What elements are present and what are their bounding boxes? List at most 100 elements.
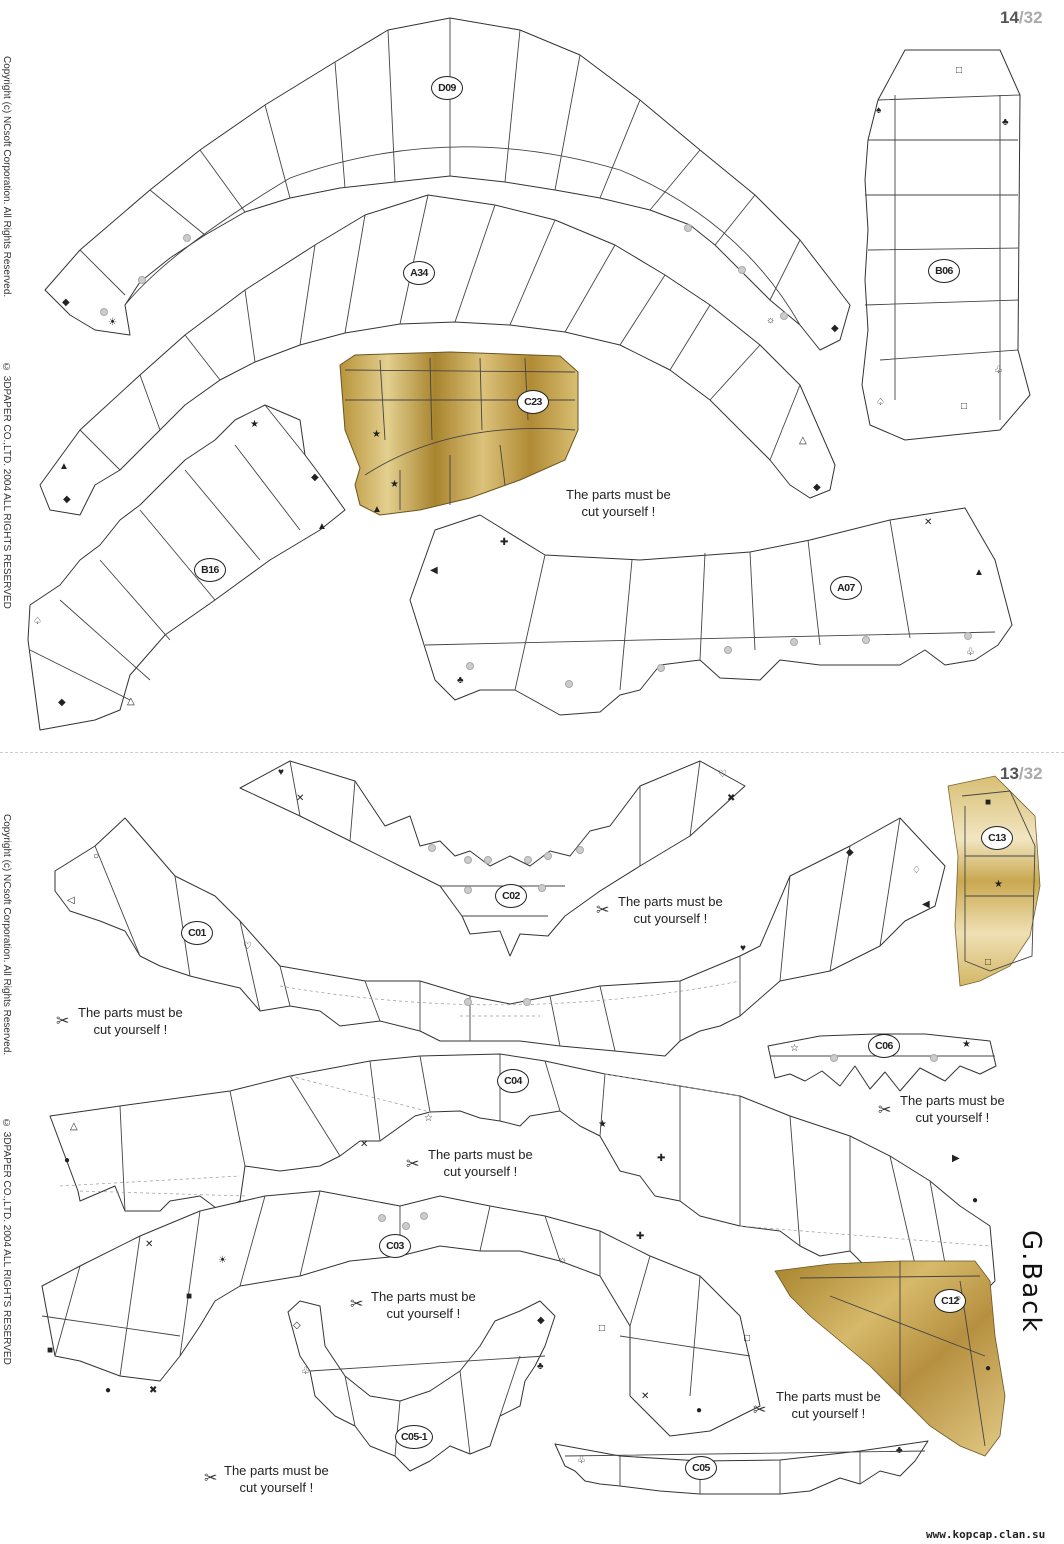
part-label-c23: C23 <box>517 390 549 414</box>
footer-url: www.kopcap.clan.su <box>926 1528 1046 1541</box>
square-icon: ■ <box>985 797 992 808</box>
part-c02-outline <box>239 760 746 957</box>
part-c01-outline <box>54 817 946 1057</box>
copyright-ncsoft: Copyright (c) NCsoft Corporation. All Ri… <box>1 56 12 298</box>
cross-icon: ✕ <box>924 517 933 528</box>
glue-dot <box>724 646 732 654</box>
diamond-icon: ● <box>64 1155 71 1166</box>
star-icon: ★ <box>598 1119 607 1130</box>
diamond-icon: ◆ <box>311 472 319 483</box>
sun-icon: ☀ <box>218 1255 227 1266</box>
triangle-icon: ◁ <box>67 895 75 906</box>
glue-dot <box>402 1222 410 1230</box>
scissors-icon: ✂ <box>56 1013 70 1030</box>
cross-icon: ✚ <box>636 1231 645 1242</box>
club-icon: ♣ <box>457 675 464 686</box>
diamond-icon: ● <box>985 1363 992 1374</box>
part-b06-folds <box>864 94 1021 420</box>
diamond-icon: ◆ <box>813 482 821 493</box>
sheet-13: 13/32 Copyright (c) NCsoft Corporation. … <box>0 756 1064 1544</box>
triangle-icon: △ <box>127 696 135 707</box>
part-c04-folds <box>119 1054 951 1292</box>
glue-dot <box>964 632 972 640</box>
heart-icon: ♡ <box>243 941 252 952</box>
triangle-icon: ▲ <box>372 504 382 515</box>
part-b06-outline <box>861 49 1031 441</box>
part-c01-dashes <box>279 980 741 1017</box>
cross-icon: ✖ <box>727 793 736 804</box>
glue-dot <box>862 636 870 644</box>
sheet-13-cut-lines <box>41 760 1041 1495</box>
diamond-icon: ◆ <box>58 697 66 708</box>
part-label-b16: B16 <box>194 558 226 582</box>
part-a07-folds <box>424 519 996 691</box>
spade-icon: ♤ <box>876 397 885 408</box>
club-icon: ♧ <box>966 647 975 658</box>
square-icon: □ <box>599 1323 606 1334</box>
scissors-icon: ✂ <box>350 1296 364 1313</box>
diamond-icon: ◆ <box>537 1315 545 1326</box>
part-c04-dashes <box>59 1073 991 1247</box>
club-icon: ♣ <box>537 1361 544 1372</box>
sun-icon: ☀ <box>108 317 117 328</box>
part-c03-folds <box>41 1190 751 1397</box>
star-icon: ★ <box>372 429 381 440</box>
glue-dot <box>100 308 108 316</box>
cross-icon: ✚ <box>500 537 509 548</box>
cross-icon: ✕ <box>145 1239 154 1250</box>
glue-dot <box>576 846 584 854</box>
page-number: 14/32 <box>1000 8 1043 27</box>
glue-dot <box>523 998 531 1006</box>
part-c23-folds <box>344 357 576 510</box>
glue-dot <box>538 884 546 892</box>
page-separator <box>0 752 1064 753</box>
handwritten-note: G.Back <box>1016 1230 1046 1334</box>
scissors-icon: ✂ <box>406 1156 420 1173</box>
part-label-b06: B06 <box>928 259 960 283</box>
square-icon: ■ <box>47 1345 54 1356</box>
square-icon: ■ <box>186 1291 193 1302</box>
part-label-d09: D09 <box>431 76 463 100</box>
triangle-icon: ▶ <box>952 1153 960 1164</box>
cross-icon: ✕ <box>360 1139 369 1150</box>
glue-dot <box>464 856 472 864</box>
part-c13-folds <box>961 790 1036 972</box>
triangle-icon: △ <box>799 435 807 446</box>
part-b16-outline <box>27 404 346 731</box>
diamond-icon: ◇ <box>293 1320 301 1331</box>
part-b16-folds <box>29 404 306 701</box>
spade-icon: ♤ <box>33 616 42 627</box>
glue-dot <box>790 638 798 646</box>
star-icon: ★ <box>994 879 1003 890</box>
spade-icon: ♠ <box>876 105 882 116</box>
part-label-c05: C05 <box>685 1456 717 1480</box>
part-c12-outline <box>774 1260 1006 1457</box>
part-label-c03: C03 <box>379 1234 411 1258</box>
star-icon: ★ <box>250 419 259 430</box>
triangle-icon: ▲ <box>974 567 984 578</box>
copyright-3dpaper: © 3DPAPER CO.,LTD. 2004 ALL RIGHTS RESER… <box>1 1118 12 1365</box>
part-label-a07: A07 <box>830 576 862 600</box>
glue-dot <box>657 664 665 672</box>
club-icon: ♧ <box>994 365 1003 376</box>
part-c13-outline <box>947 775 1041 987</box>
square-icon: □ <box>985 957 992 968</box>
diamond-icon: ● <box>972 1195 979 1206</box>
triangle-icon: △ <box>70 1121 78 1132</box>
part-label-c02: C02 <box>495 884 527 908</box>
glue-dot <box>930 1054 938 1062</box>
square-icon: □ <box>961 401 968 412</box>
glue-dot <box>565 680 573 688</box>
sun-icon: ☼ <box>558 1255 568 1266</box>
glue-dot <box>466 662 474 670</box>
glue-dot <box>464 886 472 894</box>
glue-dot <box>464 998 472 1006</box>
star-icon: ★ <box>962 1039 971 1050</box>
copyright-ncsoft: Copyright (c) NCsoft Corporation. All Ri… <box>1 814 12 1056</box>
star-icon: ★ <box>390 479 399 490</box>
club-icon: ♧ <box>301 1366 310 1377</box>
